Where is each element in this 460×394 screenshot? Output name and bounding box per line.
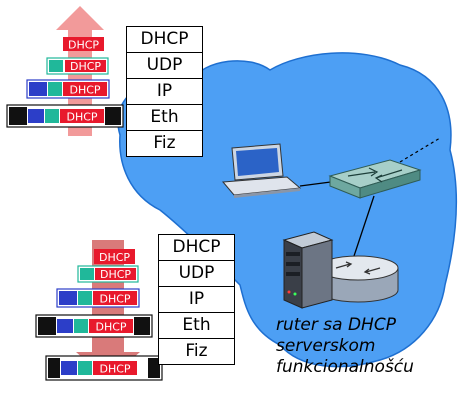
caption-line: serverskom [276,336,376,356]
layer-udp: UDP [127,53,202,79]
router-caption: ruter sa DHCP serverskom funkcionalnošću [276,315,460,378]
layer-eth: Eth [127,105,202,131]
layer-phy: Fiz [153,133,176,153]
packet-label: DHCP [95,321,126,334]
laptop-icon [221,143,302,198]
dhcp-server-icon [282,231,334,309]
packet-udp-bottom: DHCP [77,265,139,283]
caption-line: funkcionalnošću [276,357,414,377]
packet-label: DHCP [99,363,130,376]
packet-eth-top: DHCP [6,104,124,128]
packet-label: DHCP [68,39,99,52]
protocol-stack-server: DHCP UDP IP Eth Fiz [158,234,235,365]
packet-eth-bottom: DHCP [35,314,153,338]
packet-dhcp-top: DHCP [63,37,104,52]
caption-line: ruter sa DHCP [276,315,396,335]
packet-label: DHCP [99,293,130,306]
layer-ip: IP [159,287,234,313]
layer-dhcp: DHCP [159,235,234,261]
layer-udp: UDP [159,261,234,287]
packet-phy-bottom: DHCP [45,355,163,381]
packet-ip-top: DHCP [26,79,110,99]
layer-ip: IP [127,79,202,105]
link-switch-external [399,137,441,163]
packet-ip-bottom: DHCP [56,288,140,308]
packet-label: DHCP [100,268,131,281]
layer-phy: Fiz [185,341,208,361]
packet-dhcp-bottom: DHCP [94,249,135,264]
packet-udp-top: DHCP [46,57,109,75]
link-switch-router [351,195,375,263]
packet-label: DHCP [99,251,130,264]
protocol-stack-client: DHCP UDP IP Eth Fiz [126,26,203,157]
packet-label: DHCP [70,60,101,73]
packet-label: DHCP [66,111,97,124]
switch-icon [328,159,422,199]
layer-eth: Eth [159,313,234,339]
packet-label: DHCP [69,84,100,97]
layer-dhcp: DHCP [127,27,202,53]
